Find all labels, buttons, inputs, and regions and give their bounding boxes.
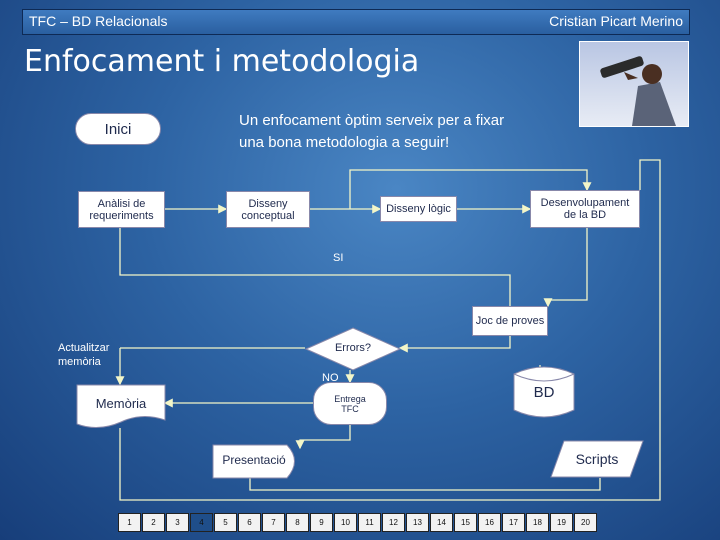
yes-label: SI xyxy=(333,252,344,264)
timeline-step: 5 xyxy=(214,513,237,532)
timeline-step: 10 xyxy=(334,513,357,532)
header-left: TFC – BD Relacionals xyxy=(29,13,168,29)
requirements-line-2: requeriments xyxy=(89,209,154,222)
presentation-label: Presentació xyxy=(222,453,286,467)
update-memory-line-2: memòria xyxy=(58,356,101,368)
timeline-step: 2 xyxy=(142,513,165,532)
db-development-node: Desenvolupament de la BD xyxy=(530,190,640,228)
timeline-step: 16 xyxy=(478,513,501,532)
timeline-step: 1 xyxy=(118,513,141,532)
photo-image xyxy=(579,41,689,127)
deliver-tfc-node: Entrega TFC xyxy=(313,382,387,425)
requirements-analysis-node: Anàlisi de requeriments xyxy=(78,191,165,228)
db-development-line-1: Desenvolupament xyxy=(540,197,630,209)
presentation-node xyxy=(212,444,295,479)
timeline-step: 3 xyxy=(166,513,189,532)
conceptual-design-node: Disseny conceptual xyxy=(226,191,310,228)
scripts-label: Scripts xyxy=(575,451,619,467)
timeline-step: 8 xyxy=(286,513,309,532)
header-right: Cristian Picart Merino xyxy=(549,13,683,29)
no-label: NO xyxy=(322,372,339,384)
conceptual-line-1: Disseny xyxy=(248,197,288,210)
timeline-step: 13 xyxy=(406,513,429,532)
intro-line-2: una bona metodologia a seguir! xyxy=(239,134,450,151)
timeline-step: 9 xyxy=(310,513,333,532)
deliver-line-1: Entrega xyxy=(334,393,366,404)
intro-line-1: Un enfocament òptim serveix per a fixar xyxy=(239,112,505,129)
timeline-step: 4 xyxy=(190,513,213,532)
intro-text: Un enfocament òptim serveix per a fixar … xyxy=(239,110,504,154)
page-title: Enfocament i metodologia xyxy=(24,44,420,79)
database-node xyxy=(513,366,575,418)
timeline-step: 20 xyxy=(574,513,597,532)
update-memory-label: Actualitzar memòria xyxy=(58,341,109,369)
start-node: Inici xyxy=(75,113,161,145)
timeline-step: 12 xyxy=(382,513,405,532)
errors-label: Errors? xyxy=(334,342,372,354)
db-development-line-2: de la BD xyxy=(563,209,607,221)
deliver-line-2: TFC xyxy=(341,403,359,414)
binoculars-person-icon xyxy=(580,42,688,126)
errors-decision-node xyxy=(305,327,401,371)
timeline-step: 6 xyxy=(238,513,261,532)
database-label: BD xyxy=(533,384,555,401)
logical-design-node: Disseny lògic xyxy=(380,196,457,222)
test-suite-label: Joc de proves xyxy=(475,315,545,327)
timeline-step: 15 xyxy=(454,513,477,532)
conceptual-line-2: conceptual xyxy=(241,209,295,222)
timeline-step: 11 xyxy=(358,513,381,532)
scripts-node xyxy=(550,440,644,478)
header-bar: TFC – BD Relacionals Cristian Picart Mer… xyxy=(22,9,690,35)
timeline-step: 18 xyxy=(526,513,549,532)
timeline-step: 7 xyxy=(262,513,285,532)
timeline-step: 14 xyxy=(430,513,453,532)
requirements-line-1: Anàlisi de xyxy=(97,197,146,210)
timeline-step: 17 xyxy=(502,513,525,532)
timeline-step: 19 xyxy=(550,513,573,532)
update-memory-line-1: Actualitzar xyxy=(58,342,110,354)
start-label: Inici xyxy=(104,120,132,138)
memory-document-node xyxy=(76,384,166,428)
memory-label: Memòria xyxy=(95,396,147,411)
logical-design-label: Disseny lògic xyxy=(386,203,451,215)
test-suite-node: Joc de proves xyxy=(472,306,548,336)
